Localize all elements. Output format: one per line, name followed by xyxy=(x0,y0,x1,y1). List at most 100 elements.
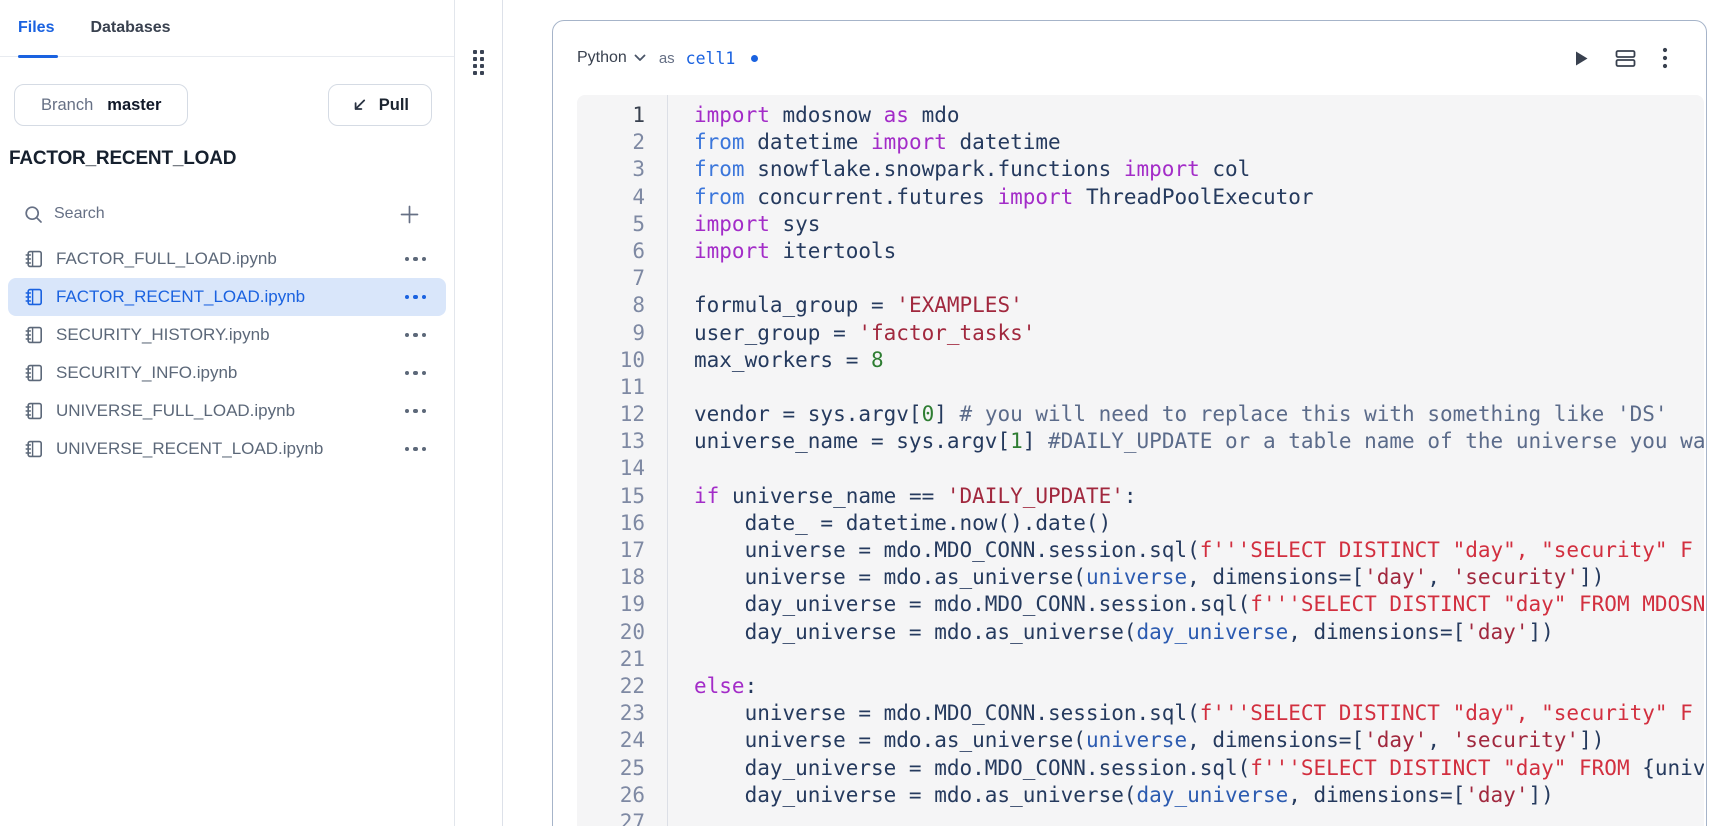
notebook-icon xyxy=(24,287,44,307)
file-menu-button[interactable] xyxy=(403,367,429,380)
sidebar-tabs: Files Databases xyxy=(0,0,454,58)
file-name: SECURITY_HISTORY.ipynb xyxy=(56,325,270,344)
code-line[interactable] xyxy=(694,374,1704,401)
code-line[interactable]: day_universe = mdo.as_universe(day_unive… xyxy=(694,619,1554,644)
code-line[interactable]: import mdosnow as mdo xyxy=(694,103,960,127)
line-number: 12 xyxy=(619,402,645,427)
cell-name[interactable]: cell1 xyxy=(685,48,736,68)
file-row[interactable]: SECURITY_INFO.ipynb xyxy=(8,354,446,392)
branch-selector[interactable]: Branch master xyxy=(14,84,189,126)
tab-files-label: Files xyxy=(18,19,55,36)
code-line[interactable] xyxy=(694,646,1704,673)
cell-menu-button[interactable] xyxy=(1662,47,1668,69)
line-number: 5 xyxy=(632,211,645,236)
code-line[interactable]: universe = mdo.MDO_CONN.session.sql(f'''… xyxy=(694,538,1693,562)
notebook-icon xyxy=(24,363,44,383)
plus-icon xyxy=(400,205,419,223)
line-number: 18 xyxy=(619,565,645,590)
line-number: 19 xyxy=(619,592,645,617)
file-row[interactable]: UNIVERSE_FULL_LOAD.ipynb xyxy=(8,392,446,430)
code-line[interactable]: max_workers = 8 xyxy=(694,347,884,372)
line-number: 22 xyxy=(619,673,645,698)
modified-dot-icon xyxy=(751,54,759,62)
search-bar[interactable]: Search xyxy=(14,197,420,231)
code-line[interactable]: from datetime import datetime xyxy=(694,130,1061,155)
code-line[interactable] xyxy=(694,265,1704,292)
code-line[interactable]: universe = mdo.as_universe(universe, dim… xyxy=(694,565,1605,590)
code-line[interactable]: day_universe = mdo.MDO_CONN.session.sql(… xyxy=(694,592,1704,617)
notebook-icon xyxy=(24,439,44,459)
code-line[interactable]: day_universe = mdo.as_universe(day_unive… xyxy=(694,782,1554,807)
kebab-icon xyxy=(1662,47,1668,69)
code-line[interactable] xyxy=(694,455,1704,482)
file-row[interactable]: FACTOR_FULL_LOAD.ipynb xyxy=(8,240,446,278)
run-cell-button[interactable] xyxy=(1574,50,1589,67)
file-menu-button[interactable] xyxy=(403,443,429,456)
layout-toggle-button[interactable] xyxy=(1615,49,1636,68)
line-number: 7 xyxy=(632,266,645,291)
line-number: 14 xyxy=(619,456,645,481)
code-line[interactable]: if universe_name == 'DAILY_UPDATE': xyxy=(694,483,1137,508)
notebook-icon xyxy=(24,249,44,269)
code-line[interactable]: import sys xyxy=(694,211,821,236)
cell-drag-handle-icon[interactable] xyxy=(473,50,484,75)
code-line[interactable]: day_universe = mdo.MDO_CONN.session.sql(… xyxy=(694,755,1704,780)
line-number: 25 xyxy=(619,755,645,780)
file-name: UNIVERSE_RECENT_LOAD.ipynb xyxy=(56,439,324,458)
file-name: FACTOR_FULL_LOAD.ipynb xyxy=(56,249,277,268)
line-number: 20 xyxy=(619,619,645,644)
line-number: 8 xyxy=(632,293,645,318)
cell-language-dropdown[interactable]: Python xyxy=(577,49,627,66)
arrow-down-left-icon xyxy=(351,97,368,114)
file-menu-button[interactable] xyxy=(403,405,429,418)
line-number: 11 xyxy=(619,374,645,399)
file-row[interactable]: SECURITY_HISTORY.ipynb xyxy=(8,316,446,354)
file-menu-button[interactable] xyxy=(403,291,429,304)
line-number: 26 xyxy=(619,782,645,807)
code-line[interactable]: formula_group = 'EXAMPLES' xyxy=(694,293,1023,318)
file-row[interactable]: FACTOR_RECENT_LOAD.ipynb xyxy=(8,278,446,316)
tab-databases[interactable]: Databases xyxy=(90,0,170,56)
file-row[interactable]: UNIVERSE_RECENT_LOAD.ipynb xyxy=(8,430,446,468)
tab-databases-label: Databases xyxy=(90,19,171,36)
tab-files[interactable]: Files xyxy=(18,0,59,58)
line-number: 24 xyxy=(619,728,645,753)
play-icon xyxy=(1576,51,1588,65)
line-number: 13 xyxy=(619,429,645,454)
file-menu-button[interactable] xyxy=(403,329,429,342)
file-name: SECURITY_INFO.ipynb xyxy=(56,363,238,382)
line-number: 23 xyxy=(619,701,645,726)
sidebar: Files Databases Branch master Pull FACTO… xyxy=(0,0,455,826)
code-line[interactable]: from concurrent.futures import ThreadPoo… xyxy=(694,184,1314,209)
code-line[interactable]: import itertools xyxy=(694,238,897,263)
chevron-down-icon[interactable] xyxy=(634,54,646,62)
line-number: 4 xyxy=(632,184,645,209)
code-lines[interactable]: import mdosnow as mdo from datetime impor… xyxy=(668,95,1704,826)
line-number: 27 xyxy=(619,809,645,826)
code-line[interactable]: else: xyxy=(694,673,758,698)
line-number: 9 xyxy=(632,320,645,345)
add-file-button[interactable] xyxy=(399,204,420,225)
code-line[interactable]: universe = mdo.as_universe(universe, dim… xyxy=(694,728,1605,753)
search-placeholder: Search xyxy=(54,205,105,222)
line-number: 1 xyxy=(632,103,645,127)
code-line[interactable]: vendor = sys.argv[0] # you will need to … xyxy=(694,402,1668,427)
code-line[interactable]: user_group = 'factor_tasks' xyxy=(694,320,1036,345)
search-icon xyxy=(24,205,43,224)
page-title: FACTOR_RECENT_LOAD xyxy=(9,148,237,169)
stacked-rows-icon xyxy=(1615,49,1636,67)
file-menu-button[interactable] xyxy=(403,253,429,266)
pull-button[interactable]: Pull xyxy=(327,84,432,126)
line-number: 21 xyxy=(619,646,645,671)
code-line[interactable]: from snowflake.snowpark.functions import… xyxy=(694,157,1251,182)
notebook-icon xyxy=(24,325,44,345)
branch-name: master xyxy=(107,95,162,114)
code-line[interactable] xyxy=(694,809,1704,826)
file-name: UNIVERSE_FULL_LOAD.ipynb xyxy=(56,401,296,420)
code-line[interactable]: date_ = datetime.now().date() xyxy=(694,510,1112,535)
code-line[interactable]: universe = mdo.MDO_CONN.session.sql(f'''… xyxy=(694,701,1693,726)
code-line[interactable]: universe_name = sys.argv[1] #DAILY_UPDAT… xyxy=(694,429,1704,454)
